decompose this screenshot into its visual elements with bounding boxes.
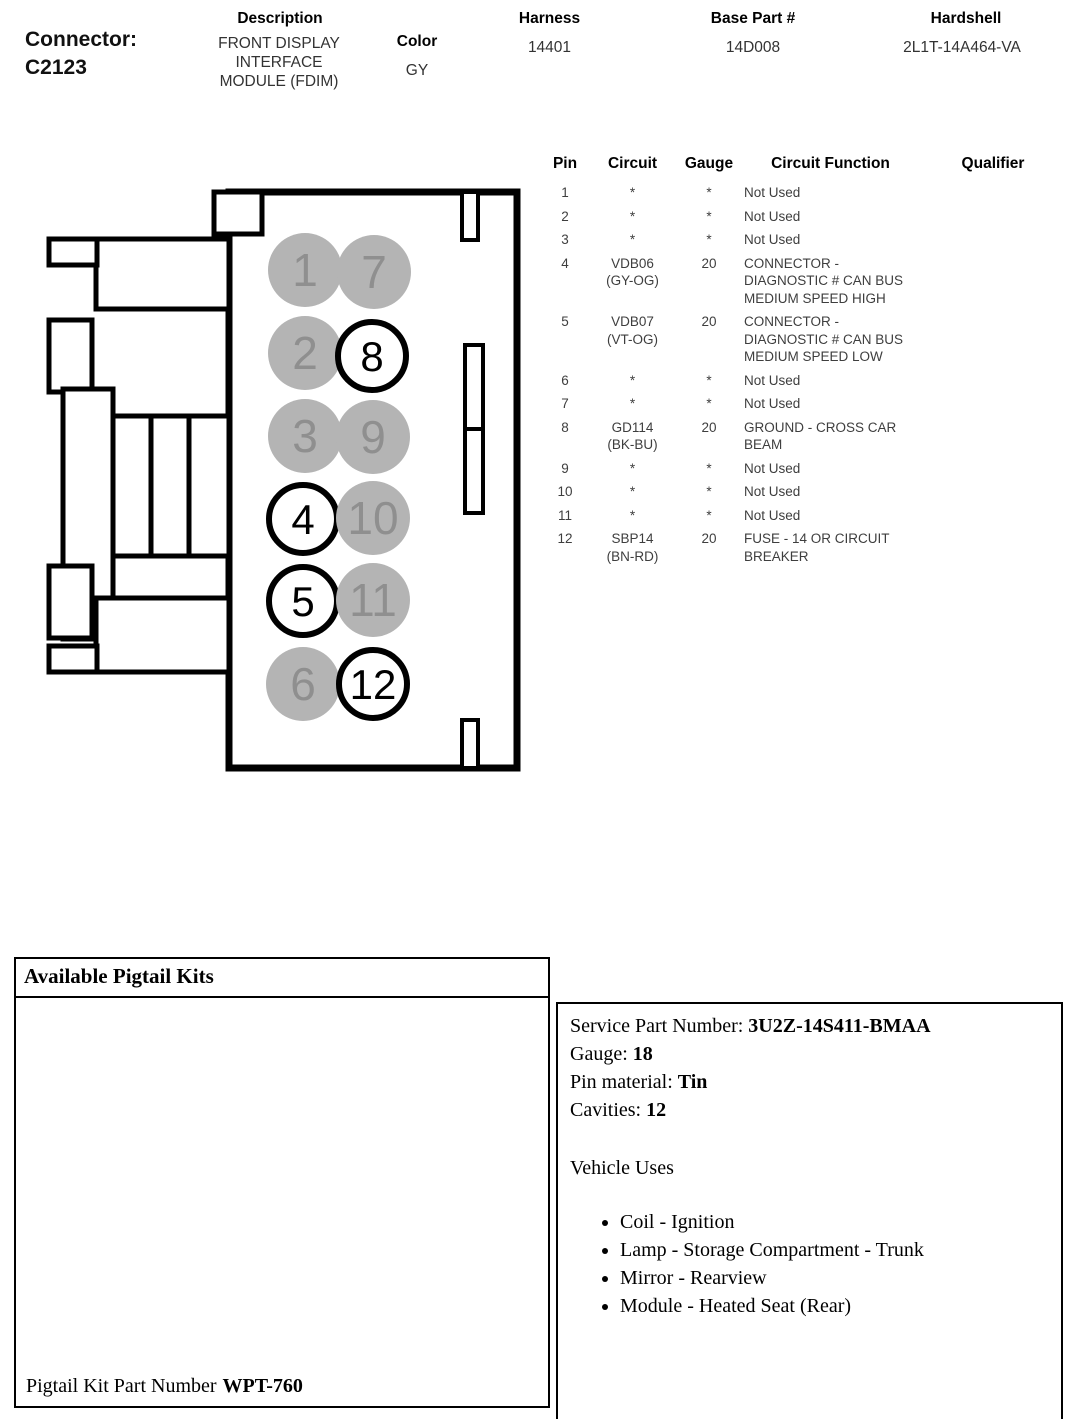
pin-5-number: 5: [291, 578, 314, 625]
pin-table-row: 9 * * Not Used: [561, 460, 801, 476]
connector-id: C2123: [25, 56, 87, 79]
pin-table-row: 7 * * Not Used: [561, 396, 801, 411]
pin-material-label: Pin material:: [570, 1071, 673, 1093]
gauge-label: Gauge:: [570, 1043, 628, 1065]
service-part-number-label: Service Part Number:: [570, 1015, 744, 1037]
vehicle-uses-list: Coil - Ignition Lamp - Storage Compartme…: [570, 1208, 1049, 1320]
col-header-pin: Pin: [552, 155, 578, 172]
pigtail-part-number-label: Pigtail Kit Part Number: [26, 1375, 217, 1397]
pin-3: 3: [268, 399, 342, 473]
pin-3-number: 3: [292, 410, 318, 462]
connector-label: Connector:: [25, 28, 137, 51]
pin-table-row: 10 * * Not Used: [557, 484, 801, 499]
pin-table-row: 11 * * Not Used: [557, 507, 801, 523]
harness-label: Harness: [518, 10, 581, 27]
pin-12-number: 12: [350, 661, 397, 708]
pin-6: 6: [266, 647, 340, 721]
hardshell-value: 2L1T-14A464-VA: [903, 39, 1021, 56]
pin-4: 4: [266, 482, 340, 556]
description-value: FRONT DISPLAY INTERFACE MODULE (FDIM): [218, 35, 340, 90]
base-part-label: Base Part #: [710, 10, 796, 27]
pin-6-number: 6: [290, 658, 316, 710]
pin-table-row: 12 SBP14 (BN-RD) 20 FUSE - 14 OR CIRCUIT…: [557, 531, 890, 564]
service-part-number-line: Service Part Number: 3U2Z-14S411-BMAA: [570, 1012, 1049, 1040]
vehicle-use-item: Lamp - Storage Compartment - Trunk: [620, 1236, 1049, 1264]
vehicle-use-item: Mirror - Rearview: [620, 1264, 1049, 1292]
pin-table-row: 3 * * Not Used: [561, 232, 801, 247]
pin-table-row: 5 VDB07 (VT-OG) 20 CONNECTOR - DIAGNOSTI…: [561, 314, 904, 364]
pin-8: 8: [335, 319, 409, 393]
pin-8-number: 8: [360, 333, 383, 380]
pin-table-row: 4 VDB06 (GY-OG) 20 CONNECTOR - DIAGNOSTI…: [561, 255, 904, 306]
pin-11-number: 11: [349, 574, 397, 626]
service-info-box: Service Part Number: 3U2Z-14S411-BMAA Ga…: [556, 1002, 1063, 1419]
col-header-function: Circuit Function: [771, 155, 890, 172]
vehicle-uses-title: Vehicle Uses: [570, 1157, 674, 1179]
harness-value: 14401: [527, 39, 572, 56]
pigtail-part-number-value: WPT-760: [222, 1375, 303, 1397]
cavities-line: Cavities: 12: [570, 1096, 1049, 1124]
pin-10: 10: [336, 481, 410, 555]
pin-1-number: 1: [292, 244, 318, 296]
connector-face-diagram: 1 7 2 8 3 9 4 10: [46, 188, 521, 772]
pigtail-kits-title: Available Pigtail Kits: [16, 959, 548, 998]
color-label: Color: [396, 33, 438, 50]
gauge-line: Gauge: 18: [570, 1040, 1049, 1068]
cavities-label: Cavities:: [570, 1099, 642, 1121]
col-header-qualifier: Qualifier: [961, 155, 1025, 172]
col-header-circuit: Circuit: [607, 155, 658, 172]
pin-table-row: 8 GD114 (BK-BU) 20 GROUND - CROSS CAR BE…: [561, 419, 897, 453]
pin-4-number: 4: [291, 496, 314, 543]
pin-table-row: 2 * * Not Used: [561, 208, 801, 224]
pin-material-line: Pin material: Tin: [570, 1068, 1049, 1096]
pin-7: 7: [337, 235, 411, 309]
gauge-value: 18: [632, 1043, 653, 1065]
col-header-gauge: Gauge: [684, 155, 734, 172]
cavities-value: 12: [646, 1099, 667, 1121]
pin-10-number: 10: [347, 492, 398, 544]
connector-title: Connector: C2123: [25, 26, 137, 82]
vehicle-use-item: Module - Heated Seat (Rear): [620, 1292, 1049, 1320]
pin-2-number: 2: [292, 327, 318, 379]
pin-2: 2: [268, 316, 342, 390]
pin-table: Pin Circuit Gauge Circuit Function Quali…: [545, 155, 1063, 568]
description-label: Description: [237, 10, 323, 27]
service-part-number-value: 3U2Z-14S411-BMAA: [748, 1015, 931, 1037]
pigtail-kits-box: Available Pigtail Kits Pigtail Kit Part …: [14, 957, 550, 1408]
hardshell-label: Hardshell: [930, 10, 1002, 27]
vehicle-use-item: Coil - Ignition: [620, 1208, 1049, 1236]
pin-material-value: Tin: [677, 1071, 708, 1093]
pin-table-row: 6 * * Not Used: [561, 372, 801, 388]
pin-7-number: 7: [361, 246, 387, 298]
pin-table-header-row: Pin Circuit Gauge Circuit Function Quali…: [545, 155, 1063, 181]
color-value: GY: [405, 62, 429, 79]
pin-5: 5: [266, 564, 340, 638]
pin-table-row: 1 * * Not Used: [561, 185, 801, 200]
pin-9-number: 9: [360, 411, 386, 463]
pin-11: 11: [336, 563, 410, 637]
pin-1: 1: [268, 233, 342, 307]
pin-9: 9: [336, 400, 410, 474]
pin-12: 12: [336, 647, 410, 721]
base-part-value: 14D008: [725, 39, 781, 56]
